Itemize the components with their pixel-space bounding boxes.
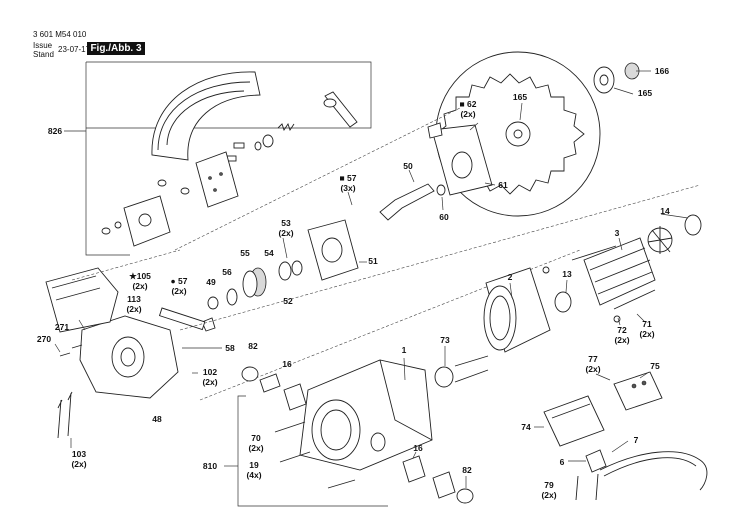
label-166: 166 bbox=[654, 66, 670, 76]
label-105: ★105 bbox=[129, 271, 151, 281]
spindle bbox=[379, 183, 435, 221]
stand-label: Stand bbox=[33, 50, 54, 59]
label-72: 72 bbox=[617, 325, 627, 335]
brush-cap-82b bbox=[456, 488, 474, 504]
figure-tag: Fig./Abb. 3 bbox=[87, 42, 145, 55]
label-56: 56 bbox=[222, 267, 232, 277]
label-103-qty: (2x) bbox=[71, 459, 87, 469]
brush-holder-16b bbox=[402, 455, 426, 483]
brush-cap-82a bbox=[241, 366, 259, 382]
guard-bracket bbox=[123, 195, 171, 247]
square-symbol: ■ bbox=[459, 99, 465, 109]
power-cable bbox=[599, 451, 708, 491]
label-6: 6 bbox=[559, 457, 565, 467]
label-48: 48 bbox=[152, 414, 162, 424]
bearing-49 bbox=[207, 296, 219, 310]
label-75: 75 bbox=[650, 361, 660, 371]
label-13: 13 bbox=[562, 269, 572, 279]
label-82-top: 82 bbox=[248, 341, 258, 351]
doc-number: 3 601 M54 010 bbox=[33, 30, 87, 39]
label-113: 113 bbox=[127, 294, 141, 304]
label-113-qty: (2x) bbox=[126, 304, 142, 314]
label-50: 50 bbox=[403, 161, 413, 171]
label-77: 77 bbox=[588, 354, 598, 364]
switch-74 bbox=[543, 395, 605, 447]
washer-52 bbox=[278, 261, 292, 281]
label-16-bottom: 16 bbox=[413, 443, 423, 453]
bracket-826 bbox=[86, 61, 372, 129]
label-270: 270 bbox=[36, 334, 52, 344]
label-79: 79 bbox=[544, 480, 554, 490]
label-826: 826 bbox=[47, 126, 63, 136]
armature bbox=[583, 237, 656, 306]
label-16-top: 16 bbox=[282, 359, 292, 369]
label-61: 61 bbox=[498, 180, 508, 190]
label-271: 271 bbox=[54, 322, 70, 332]
label-102: 102 bbox=[202, 367, 218, 377]
label-103: 103 bbox=[71, 449, 87, 459]
label-165-blade: 165 bbox=[512, 92, 528, 102]
label-19: 19 bbox=[249, 460, 259, 470]
label-73: 73 bbox=[440, 335, 450, 345]
label-52: 52 bbox=[283, 296, 293, 306]
flange-outer bbox=[593, 66, 615, 94]
label-77-qty: (2x) bbox=[585, 364, 601, 374]
guard-plate bbox=[195, 151, 239, 208]
issue-date: 23-07-17 bbox=[58, 45, 91, 54]
label-53: 53 bbox=[281, 218, 291, 228]
bearing-14 bbox=[684, 214, 702, 236]
circle-symbol: ● bbox=[170, 276, 176, 286]
label-79-qty: (2x) bbox=[541, 490, 557, 500]
bush-73 bbox=[434, 366, 454, 388]
label-2: 2 bbox=[507, 272, 513, 282]
label-53-qty: (2x) bbox=[278, 228, 294, 238]
label-57-mid-qty: (2x) bbox=[171, 286, 187, 296]
label-57-top: ■ 57 bbox=[339, 173, 357, 183]
issue-label: Issue bbox=[33, 41, 53, 50]
label-74: 74 bbox=[521, 422, 531, 432]
label-1: 1 bbox=[401, 345, 407, 355]
label-57-mid: ● 57 bbox=[170, 276, 188, 286]
label-62: ■ 62 bbox=[459, 99, 477, 109]
label-165-flange: 165 bbox=[637, 88, 653, 98]
lever bbox=[324, 91, 358, 128]
switch-75 bbox=[613, 371, 663, 411]
star-symbol: ★ bbox=[129, 271, 137, 281]
strain-relief bbox=[585, 449, 607, 473]
label-54: 54 bbox=[264, 248, 274, 258]
gear-housing bbox=[79, 315, 179, 399]
label-60: 60 bbox=[439, 212, 449, 222]
label-62-qty: (2x) bbox=[460, 109, 476, 119]
brush-holder-16a bbox=[283, 383, 307, 411]
label-810: 810 bbox=[202, 461, 218, 471]
label-71-qty: (2x) bbox=[639, 329, 655, 339]
label-71: 71 bbox=[642, 319, 652, 329]
label-82-bottom: 82 bbox=[462, 465, 472, 475]
bearing-56 bbox=[226, 288, 238, 306]
bearing-13 bbox=[554, 291, 572, 313]
label-70: 70 bbox=[251, 433, 261, 443]
label-14: 14 bbox=[660, 206, 670, 216]
label-57-top-qty: (3x) bbox=[340, 183, 356, 193]
gearbox-cover bbox=[307, 219, 359, 281]
square-symbol: ■ bbox=[339, 173, 345, 183]
gear-bracket bbox=[431, 124, 493, 196]
label-105-qty: (2x) bbox=[132, 281, 148, 291]
bracket-810 bbox=[237, 395, 388, 507]
label-51: 51 bbox=[368, 256, 378, 266]
label-3: 3 bbox=[614, 228, 620, 238]
label-70-qty: (2x) bbox=[248, 443, 264, 453]
label-58: 58 bbox=[225, 343, 235, 353]
label-72-qty: (2x) bbox=[614, 335, 630, 345]
label-55: 55 bbox=[240, 248, 250, 258]
plate-58 bbox=[158, 307, 206, 331]
label-49: 49 bbox=[206, 277, 216, 287]
motor-housing bbox=[299, 359, 433, 471]
label-102-qty: (2x) bbox=[202, 377, 218, 387]
label-19-qty: (4x) bbox=[246, 470, 262, 480]
label-7: 7 bbox=[633, 435, 639, 445]
blade-guard bbox=[151, 71, 261, 161]
